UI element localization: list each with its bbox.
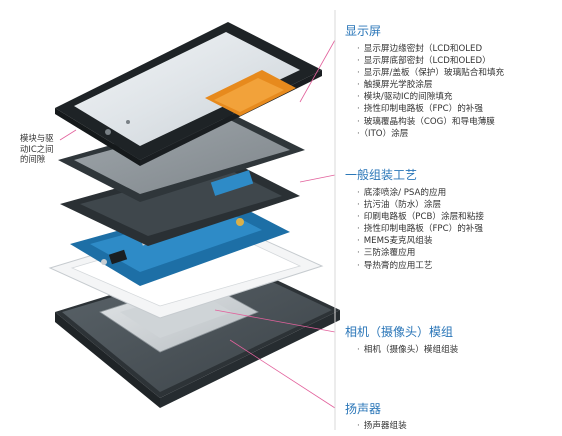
section-list-display: 显示屏边缘密封（LCD和OLED 显示屏底部密封（LCD和OLED） 显示屏/盖… (357, 43, 504, 140)
list-item: 显示屏底部密封（LCD和OLED） (357, 55, 504, 67)
section-list-camera: 相机（摄像头）模组组装 (357, 344, 459, 356)
list-item: MEMS麦克风组装 (357, 235, 484, 247)
list-item: 显示屏边缘密封（LCD和OLED (357, 43, 504, 55)
gap-callout-line-3: 的间隙 (20, 154, 46, 164)
lcd-panel (58, 112, 305, 202)
list-item: 印刷电路板（PCB）涂层和粘接 (357, 211, 484, 223)
list-item: 抗污油（防水）涂层 (357, 199, 484, 211)
section-title-display: 显示屏 (345, 24, 382, 38)
gap-callout-line-2: 动IC之间 (20, 143, 54, 154)
list-item: 三防涂覆应用 (357, 247, 484, 259)
list-item: 触摸屏光学胶涂层 (357, 79, 504, 91)
list-item: 挠性印制电路板（FPC）的补强 (357, 223, 484, 235)
list-item: 挠性印制电路板（FPC）的补强 (357, 103, 504, 115)
gap-callout-line-1: 模块与驱 (20, 133, 54, 143)
list-item: 扬声器组装 (357, 420, 407, 432)
section-list-assembly: 底漆喷涂/ PSA的应用 抗污油（防水）涂层 印刷电路板（PCB）涂层和粘接 挠… (357, 187, 484, 272)
section-title-camera: 相机（摄像头）模组 (345, 325, 454, 339)
front-glass-display (55, 22, 322, 166)
section-list-speaker: 扬声器组装 (357, 420, 407, 432)
section-title-assembly: 一般组装工艺 (345, 168, 418, 182)
list-item: 相机（摄像头）模组组装 (357, 344, 459, 356)
list-item: （ITO）涂层 (357, 128, 504, 140)
leader-lines (59, 39, 336, 409)
section-title-speaker: 扬声器 (345, 402, 382, 416)
list-item: 底漆喷涂/ PSA的应用 (357, 187, 484, 199)
list-item: 导热膏的应用工艺 (357, 260, 484, 272)
gap-callout: 模块与驱 动IC之间 的间隙 (20, 133, 64, 165)
list-item: 玻璃覆晶构装（COG）和导电薄膜 (357, 116, 504, 128)
list-item: 模块/驱动IC的间隙填充 (357, 91, 504, 103)
shield-plate (60, 158, 300, 246)
list-item: 显示屏/盖板（保护）玻璃贴合和填充 (357, 67, 504, 79)
